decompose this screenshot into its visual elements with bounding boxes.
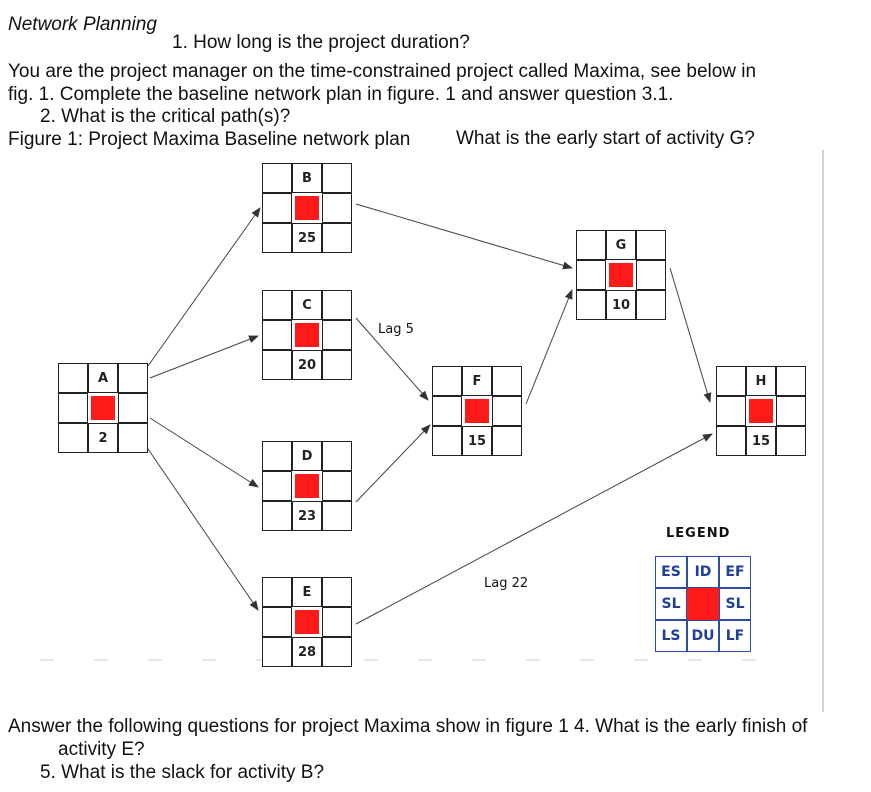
legend-sl-left: SL (655, 588, 687, 620)
legend-ls: LS (655, 620, 687, 652)
legend-lf: LF (719, 620, 751, 652)
activity-g-id: G (606, 230, 636, 260)
figure-caption: Figure 1: Project Maxima Baseline networ… (8, 129, 411, 150)
legend-es: ES (655, 556, 687, 588)
activity-node-a: A 2 (58, 363, 148, 453)
activity-c-marker (292, 320, 322, 350)
legend-box: ES ID EF SL SL LS DU LF (655, 556, 751, 652)
activity-b-marker (292, 193, 322, 223)
question-2: 2. What is the critical path(s)? (40, 106, 291, 127)
activity-c-duration: 20 (292, 350, 322, 380)
activity-h-duration: 15 (746, 426, 776, 456)
activity-a-id: A (88, 363, 118, 393)
edge-a-b (147, 207, 261, 367)
activity-d-marker (292, 471, 322, 501)
lag-label-c-f: Lag 5 (378, 322, 414, 337)
edge-d-f (355, 424, 431, 503)
activity-node-d: D 23 (262, 441, 352, 531)
activity-f-duration: 15 (462, 426, 492, 456)
activity-b-duration: 25 (292, 223, 322, 253)
legend-sl-right: SL (719, 588, 751, 620)
edge-f-g (525, 289, 573, 405)
edge-e-h (355, 433, 713, 625)
activity-f-id: F (462, 366, 492, 396)
activity-d-id: D (292, 441, 322, 471)
footer-line-1: Answer the following questions for proje… (8, 716, 808, 737)
edge-a-d (149, 417, 259, 488)
activity-node-g: G 10 (576, 230, 666, 320)
question-1: 1. How long is the project duration? (172, 32, 470, 53)
activity-e-marker (292, 607, 322, 637)
activity-h-id: H (746, 366, 776, 396)
activity-node-f: F 15 (432, 366, 522, 456)
activity-node-b: B 25 (262, 163, 352, 253)
edge-g-h (669, 267, 712, 403)
topic-heading: Network Planning (8, 14, 157, 35)
edge-b-g (355, 203, 573, 270)
activity-e-duration: 28 (292, 637, 322, 667)
edge-a-e (145, 445, 259, 611)
question-5: 5. What is the slack for activity B? (40, 762, 325, 783)
activity-node-e: E 28 (262, 577, 352, 667)
legend-id: ID (687, 556, 719, 588)
activity-g-marker (606, 260, 636, 290)
intro-line-1: You are the project manager on the time-… (8, 61, 757, 82)
activity-c-id: C (292, 290, 322, 320)
activity-h-marker (746, 396, 776, 426)
intro-line-2: fig. 1. Complete the baseline network pl… (8, 84, 674, 105)
legend-du: DU (687, 620, 719, 652)
legend-title: LEGEND (666, 526, 731, 541)
activity-f-marker (462, 396, 492, 426)
legend-marker (687, 588, 719, 620)
lag-label-e-h: Lag 22 (484, 576, 529, 591)
edge-a-c (149, 335, 259, 379)
question-3: What is the early start of activity G? (456, 128, 755, 149)
activity-g-duration: 10 (606, 290, 636, 320)
activity-d-duration: 23 (292, 501, 322, 531)
footer-line-2: activity E? (58, 739, 145, 760)
activity-e-id: E (292, 577, 322, 607)
activity-b-id: B (292, 163, 322, 193)
legend-ef: EF (719, 556, 751, 588)
edge-c-f (355, 317, 429, 401)
activity-a-duration: 2 (88, 423, 118, 453)
activity-node-h: H 15 (716, 366, 806, 456)
activity-a-marker (88, 393, 118, 423)
activity-node-c: C 20 (262, 290, 352, 380)
